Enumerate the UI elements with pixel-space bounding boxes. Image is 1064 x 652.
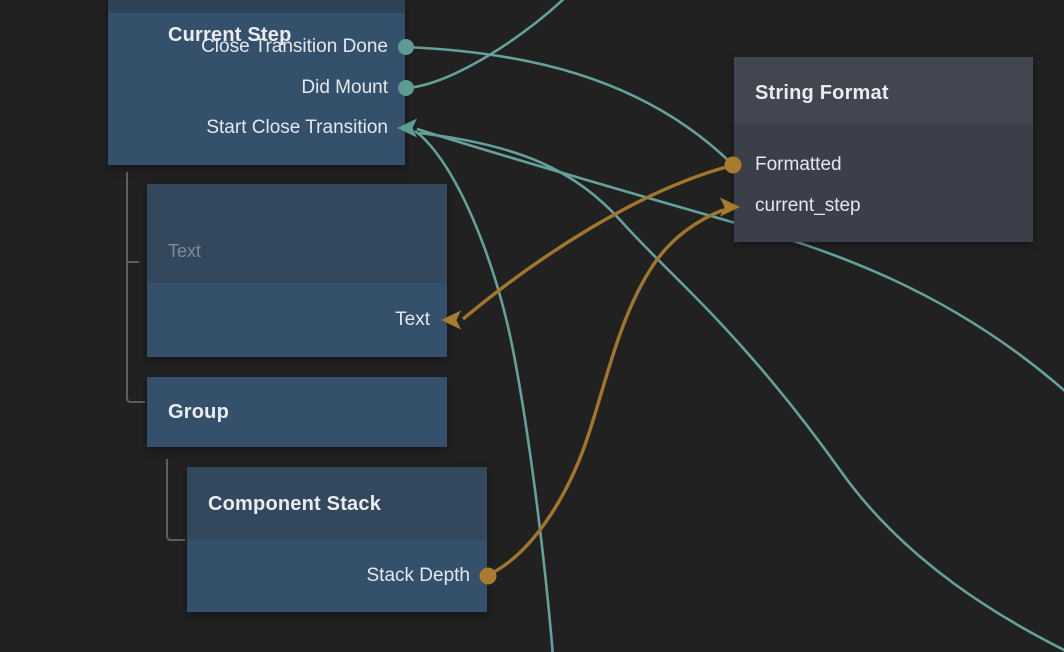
- node-component-stack-header: [187, 467, 487, 540]
- wire-offscreen-right-to-start-close-transition[interactable]: [416, 127, 1064, 392]
- port-current-step-input[interactable]: current_step: [755, 195, 861, 216]
- port-formatted[interactable]: Formatted: [755, 154, 842, 175]
- wire-formatted-to-text[interactable]: [461, 164, 731, 321]
- node-current-step-header: [147, 184, 447, 283]
- wire-did-mount-offscreen-top[interactable]: [405, 0, 567, 90]
- wire-offscreen-bottom-to-start-close-transition[interactable]: [414, 129, 554, 652]
- wire-stack-depth-to-current-step[interactable]: [491, 208, 724, 575]
- node-string-format[interactable]: String Format Formatted current_step: [734, 57, 1033, 242]
- node-current-step-subtitle: Text: [168, 241, 202, 261]
- node-component-stack-title: Component Stack: [208, 493, 382, 515]
- node-top-header-strip: [108, 0, 405, 13]
- node-component-stack[interactable]: Component Stack Stack Depth: [187, 467, 487, 612]
- port-stack-depth[interactable]: Stack Depth: [366, 565, 471, 586]
- node-group[interactable]: Group: [147, 377, 447, 447]
- port-close-transition-done[interactable]: Close Transition Done: [201, 36, 388, 57]
- node-top[interactable]: Close Transition Done Did Mount Start Cl…: [108, 0, 405, 165]
- port-text-input[interactable]: Text: [395, 309, 430, 330]
- node-string-format-title: String Format: [755, 82, 889, 104]
- node-string-format-header: [734, 57, 1033, 124]
- port-start-close-transition[interactable]: Start Close Transition: [206, 117, 388, 138]
- hierarchy-tree-lines: [126, 172, 185, 541]
- wire-offscreen-corner-to-start-close-transition[interactable]: [418, 131, 1064, 652]
- tree-line-to-component-stack: [166, 459, 185, 541]
- tree-line-to-group: [126, 172, 145, 403]
- node-group-title: Group: [168, 401, 229, 423]
- wire-close-transition-done-to-string-format[interactable]: [405, 45, 732, 164]
- node-current-step-title: Current Step: [168, 24, 292, 46]
- node-current-step[interactable]: Current Step Text Text: [147, 24, 447, 357]
- port-did-mount[interactable]: Did Mount: [301, 77, 388, 98]
